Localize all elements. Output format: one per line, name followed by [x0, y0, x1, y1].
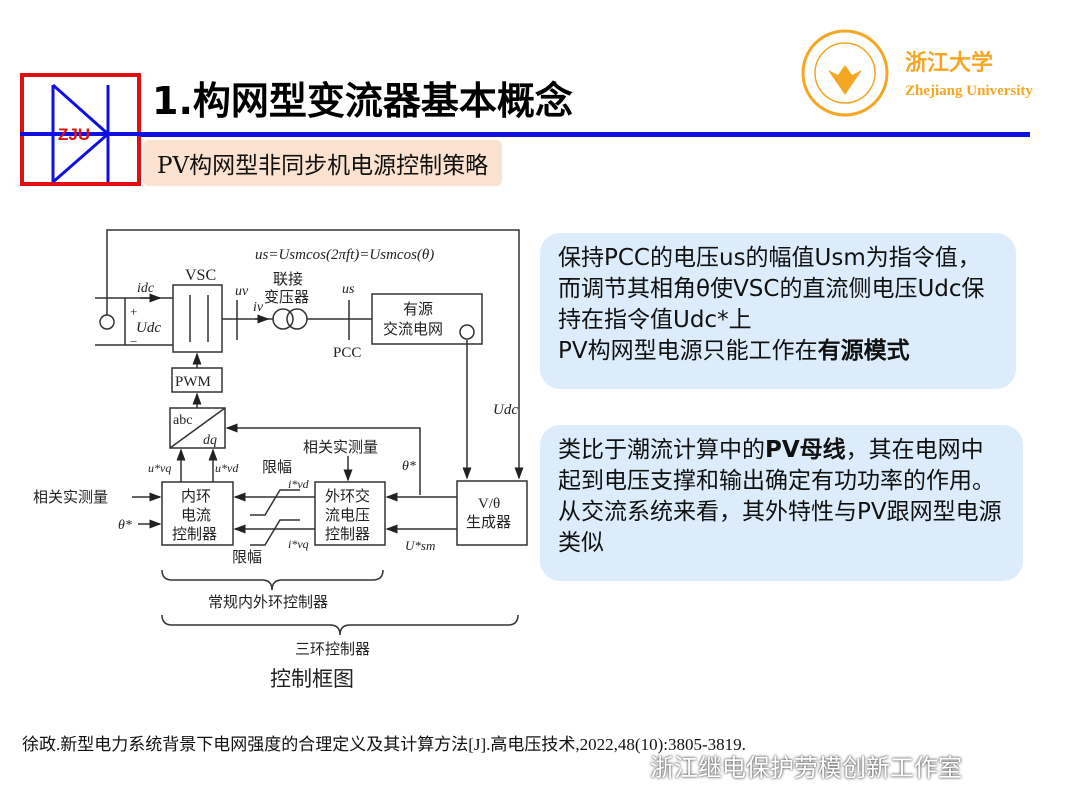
inner-controller-label-1: 内环 [181, 488, 211, 505]
uvq-label: u*vq [148, 461, 171, 475]
outer-controller-label-3: 控制器 [325, 526, 370, 543]
citation: 徐政.新型电力系统背景下电网强度的合理定义及其计算方法[J].高电压技术,202… [22, 735, 746, 754]
pcc-label: PCC [333, 345, 361, 361]
zju-logo-text: ZJU [58, 125, 90, 144]
outer-controller-label-1: 外环交 [325, 487, 370, 505]
ivq-label: i*vq [288, 537, 309, 551]
inner-controller-label-2: 电流 [181, 507, 211, 524]
vtheta-label-2: 生成器 [466, 514, 511, 531]
dq-label: dq [203, 433, 217, 448]
plus-label: + [130, 304, 137, 319]
udc-left-label: Udc [136, 320, 161, 336]
card2-suffix: ，其在电网中起到电压支撑和输出确定有功功率的作用。从交流系统来看，其外特性与PV… [558, 437, 1002, 556]
limit-bottom-label: 限幅 [232, 549, 262, 566]
diagram-caption: 控制框图 [270, 667, 354, 691]
explanation-card-2: 类比于潮流计算中的PV母线，其在电网中起到电压支撑和输出确定有功功率的作用。从交… [540, 425, 1023, 581]
title-divider [140, 132, 1030, 137]
measure-top-label: 相关实测量 [303, 439, 378, 456]
card2-prefix: 类比于潮流计算中的 [558, 437, 765, 463]
transformer-label-1: 联接 [273, 271, 303, 288]
brace-three-loop-label: 三环控制器 [295, 641, 370, 658]
section-subtitle: PV构网型非同步机电源控制策略 [143, 140, 503, 186]
usm-label: U*sm [405, 538, 435, 553]
zhejiang-university-logo: 浙江大学 Zhejiang University [801, 29, 1033, 117]
university-name-en: Zhejiang University [905, 83, 1033, 99]
university-name-cn: 浙江大学 [905, 50, 993, 75]
zju-logo: ZJU [20, 73, 141, 186]
brace-inner-outer-label: 常规内外环控制器 [208, 594, 328, 611]
outer-controller-label-2: 流电压 [325, 507, 370, 524]
grid-label-1: 有源 [403, 301, 433, 318]
minus-label: − [130, 334, 137, 349]
page-title: 1.构网型变流器基本概念 [152, 79, 573, 123]
theta-star-left-label: θ* [118, 518, 132, 533]
iv-label: iv [253, 300, 264, 315]
card1-line2-prefix: PV构网型电源只能工作在 [558, 338, 818, 364]
transformer-label-2: 变压器 [264, 289, 309, 306]
udc-right-label: Udc [493, 402, 518, 418]
explanation-card-1: 保持PCC的电压us的幅值Usm为指令值，而调节其相角θ使VSC的直流侧电压Ud… [540, 233, 1016, 389]
idc-label: idc [137, 281, 155, 296]
card2-bold: PV母线 [765, 437, 846, 463]
uv-label: uv [235, 284, 249, 299]
vsc-label: VSC [185, 267, 216, 284]
measure-left-label: 相关实测量 [33, 489, 108, 506]
abc-label: abc [173, 413, 192, 428]
limit-top-label: 限幅 [262, 459, 292, 476]
pwm-label: PWM [175, 374, 211, 390]
theta-star-top-label: θ* [402, 459, 416, 474]
card1-text: 保持PCC的电压us的幅值Usm为指令值，而调节其相角θ使VSC的直流侧电压Ud… [558, 245, 985, 333]
grid-label-2: 交流电网 [383, 320, 443, 338]
ivd-label: i*vd [288, 477, 310, 491]
vtheta-label-1: V/θ [478, 496, 500, 512]
inner-controller-label-3: 控制器 [172, 526, 217, 543]
formula-label: us=Usmcos(2πft)=Usmcos(θ) [255, 247, 434, 263]
uvd-label: u*vd [215, 461, 239, 475]
watermark: 浙江继电保护劳模创新工作室 [650, 754, 962, 782]
card1-line2-bold: 有源模式 [817, 338, 910, 364]
us-label: us [342, 282, 355, 297]
